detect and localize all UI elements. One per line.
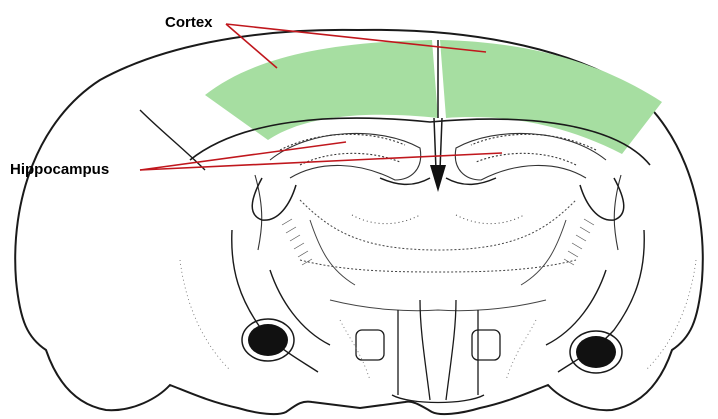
- dark-region-right: [576, 336, 616, 368]
- cortex-label: Cortex: [165, 15, 213, 30]
- hippocampus-label: Hippocampus: [10, 162, 109, 177]
- dark-region-left: [248, 324, 288, 356]
